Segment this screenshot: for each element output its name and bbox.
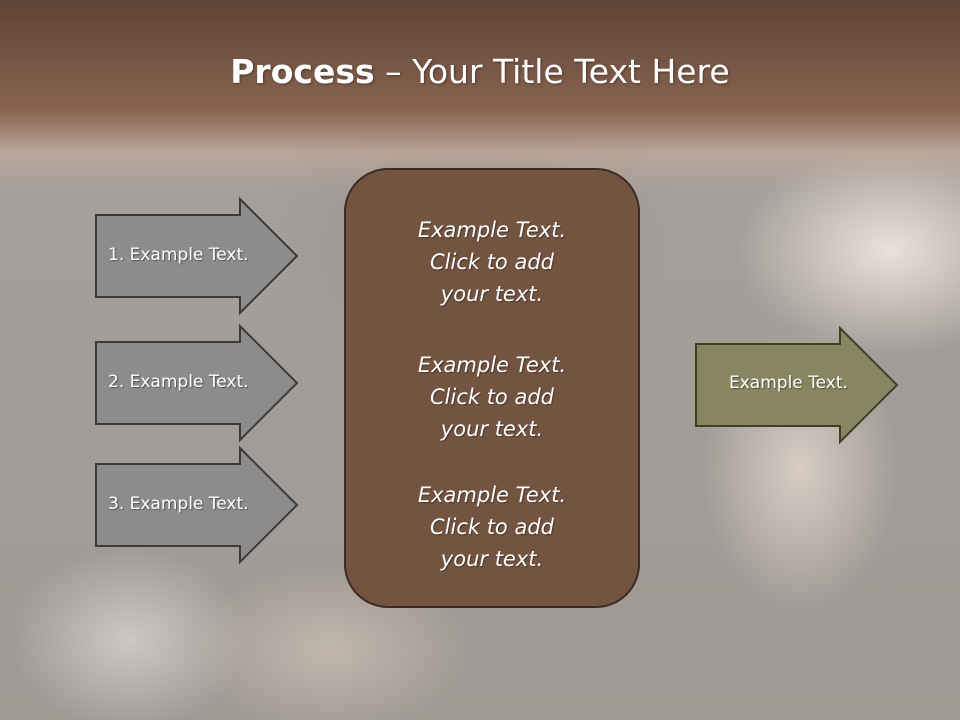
center-text-line: Example Text. xyxy=(417,483,567,507)
center-text-line: your text. xyxy=(440,547,544,571)
center-text-line: Click to add xyxy=(429,515,554,539)
center-text-line: Click to add xyxy=(429,385,554,409)
right-arrow[interactable] xyxy=(695,325,899,445)
left-arrow-2[interactable] xyxy=(95,323,299,443)
center-text-block-1[interactable]: Example Text. Click to add your text. xyxy=(346,214,638,310)
title-rest: – Your Title Text Here xyxy=(374,52,730,91)
slide-title[interactable]: Process – Your Title Text Here xyxy=(0,52,960,91)
left-arrow-1[interactable] xyxy=(95,196,299,316)
center-text-block-2[interactable]: Example Text. Click to add your text. xyxy=(346,349,638,445)
right-arrow-label: Example Text. xyxy=(729,373,848,393)
center-box[interactable]: Example Text. Click to add your text. Ex… xyxy=(344,168,640,608)
title-bold: Process xyxy=(230,52,375,91)
center-text-line: Click to add xyxy=(429,250,554,274)
left-arrow-2-label: 2. Example Text. xyxy=(108,372,249,392)
center-text-line: Example Text. xyxy=(417,353,567,377)
left-arrow-1-label: 1. Example Text. xyxy=(108,245,249,265)
left-arrow-3[interactable] xyxy=(95,445,299,565)
center-text-line: your text. xyxy=(440,417,544,441)
title-band xyxy=(0,0,960,190)
center-text-line: your text. xyxy=(440,282,544,306)
center-text-line: Example Text. xyxy=(417,218,567,242)
left-arrow-3-label: 3. Example Text. xyxy=(108,494,249,514)
center-text-block-3[interactable]: Example Text. Click to add your text. xyxy=(346,479,638,575)
